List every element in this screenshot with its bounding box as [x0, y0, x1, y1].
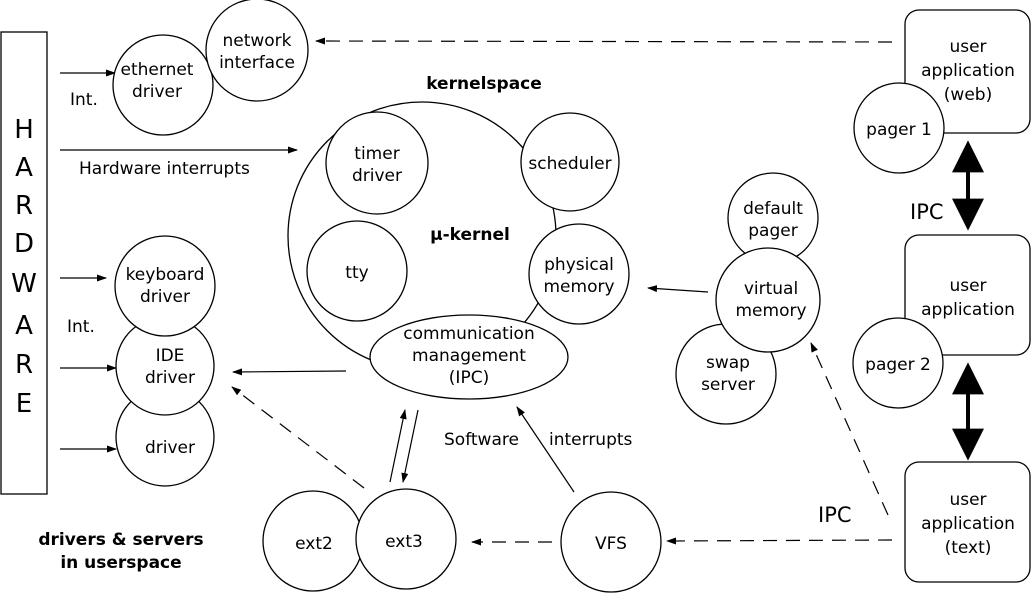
ethernet-driver-label-line2: driver [132, 82, 182, 102]
communication-label-line1: communication [403, 324, 534, 344]
microkernel-title: µ-kernel [430, 225, 510, 245]
swap-server-label-line1: swap [706, 353, 750, 373]
timer-driver-circle [325, 111, 429, 215]
vm-to-physical-arrow [647, 285, 709, 293]
text-app-to-vm-dashed-arrow [810, 342, 889, 516]
vfs-label: VFS [595, 534, 627, 554]
software-label: Software [444, 430, 519, 450]
virtual-memory-label-line1: virtual [744, 279, 798, 299]
ipc-label-upper: IPC [910, 200, 944, 224]
userspace-caption-line1: drivers & servers [38, 530, 203, 550]
network-interface-circle [205, 0, 309, 102]
user-applications: user application (web) pager 1 user appl… [852, 9, 1031, 583]
keyboard-driver-label-line1: keyboard [126, 265, 205, 285]
timer-driver-label-line1: timer [354, 144, 399, 164]
default-pager-label-line2: pager [748, 221, 797, 241]
timer-driver-label-line2: driver [352, 166, 402, 186]
communication-management-ellipse [369, 314, 569, 400]
vfs-software-interrupt-arrow [516, 406, 575, 493]
interrupts-label: interrupts [549, 430, 633, 450]
ext3-circle [355, 488, 457, 590]
hardware-letter: E [16, 389, 32, 419]
network-interface-label-line2: interface [219, 53, 295, 73]
int-label-top: Int. [70, 90, 98, 110]
user-app-label-line2: application [921, 300, 1015, 320]
text-app-to-vfs-dashed-arrow [666, 537, 893, 545]
physical-memory-label-line2: memory [543, 277, 614, 297]
hardware-letter: R [15, 191, 33, 221]
ext2-label: ext2 [295, 534, 333, 554]
physical-memory-label-line1: physical [544, 255, 614, 275]
connectors [60, 37, 984, 546]
hardware-letter: R [15, 350, 33, 380]
ethernet-driver-circle [112, 34, 214, 136]
user-app-web-label-line3: (web) [944, 85, 992, 105]
ipc-to-ext3-arrow [401, 409, 419, 483]
user-app-web-label-line2: application [921, 61, 1015, 81]
userspace-caption-line2: in userspace [60, 553, 181, 573]
int-label-mid: Int. [67, 317, 95, 337]
ide-driver-label-line2: driver [145, 368, 195, 388]
user-app-text-label-line1: user [949, 490, 986, 510]
network-interface-label-line1: network [222, 31, 291, 51]
keyboard-driver-circle [114, 235, 216, 337]
ide-driver-label-line1: IDE [156, 346, 185, 366]
virtual-memory-circle [715, 247, 821, 353]
communication-label-line3: (IPC) [449, 368, 489, 388]
user-app-text-label-line3: (text) [945, 538, 992, 558]
pager-2-label: pager 2 [865, 355, 931, 375]
ethernet-driver-label-line1: ethernet [121, 60, 194, 80]
vfs-circle [560, 491, 662, 593]
user-app-text-label-line2: application [921, 514, 1015, 534]
user-app-box [904, 234, 1031, 356]
pager-1-label: pager 1 [866, 120, 932, 140]
ext3-to-ipc-arrow [389, 409, 407, 483]
hardware-letter: D [14, 229, 34, 259]
tty-label: tty [345, 263, 368, 283]
kernelspace: kernelspace µ-kernel timer driver schedu… [287, 74, 630, 400]
generic-driver-label: driver [145, 438, 195, 458]
ext3-label: ext3 [385, 532, 423, 552]
tty-circle [306, 220, 408, 322]
scheduler-circle [520, 112, 620, 212]
hardware-interrupts-label: Hardware interrupts [79, 159, 250, 179]
kernelspace-title: kernelspace [426, 74, 542, 94]
swap-server-label-line2: server [701, 375, 755, 395]
memory-servers: default pager swap server virtual memory [675, 172, 821, 425]
scheduler-label: scheduler [528, 154, 611, 174]
user-app-text-box [904, 461, 1031, 583]
ipc-to-ide-arrow [232, 368, 347, 376]
hardware-bar: H A R D W A R E [0, 31, 48, 495]
keyboard-driver-label-line2: driver [140, 287, 190, 307]
user-app-label-line1: user [949, 276, 986, 296]
hardware-letter: A [15, 153, 33, 183]
ipc-label-lower: IPC [818, 503, 852, 527]
hardware-letter: W [11, 269, 37, 299]
hardware-letter: A [15, 311, 33, 341]
pager-2-circle [852, 317, 944, 409]
default-pager-label-line1: default [743, 199, 803, 219]
pager-1-circle [853, 82, 945, 174]
virtual-memory-label-line2: memory [735, 301, 806, 321]
web-to-network-dashed-arrow [315, 37, 893, 45]
ext3-to-ide-dashed-arrow [231, 386, 365, 489]
filesystem-servers: ext2 ext3 VFS [262, 488, 662, 593]
user-app-web-label-line1: user [949, 37, 986, 57]
hardware-letter: H [14, 115, 34, 145]
userspace-drivers: ethernet driver network interface driver… [112, 0, 309, 487]
physical-memory-circle [528, 223, 630, 325]
communication-label-line2: management [412, 346, 526, 366]
